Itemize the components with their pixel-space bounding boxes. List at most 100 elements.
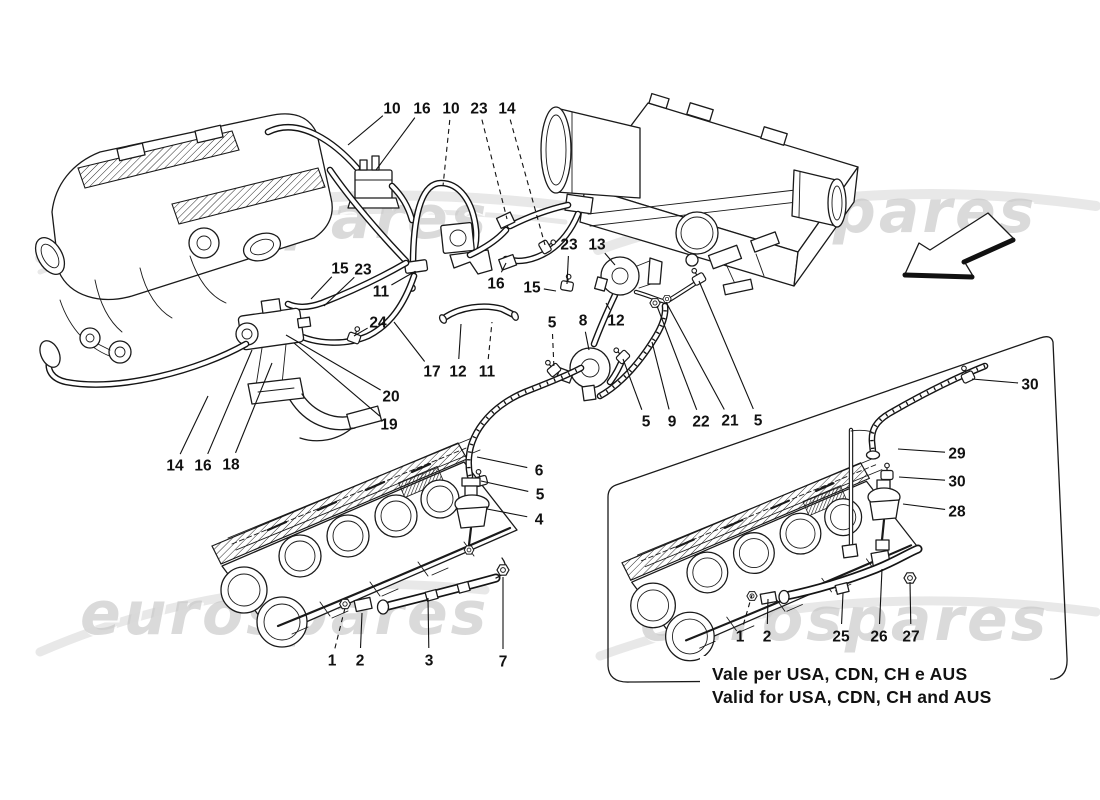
air-box-drawing xyxy=(540,92,859,296)
variant-panel: Vale per USA, CDN, CH e AUS Valid for US… xyxy=(607,336,1068,716)
air-pump-drawing xyxy=(235,298,312,405)
solenoid-valve-drawing xyxy=(347,155,400,209)
callout-label: 23 xyxy=(560,237,578,254)
leader-line xyxy=(359,612,363,649)
callout-label: 1 xyxy=(736,629,745,646)
callout-label: 9 xyxy=(668,414,677,431)
leader-line xyxy=(584,331,590,351)
callout-label: 29 xyxy=(948,446,966,463)
leader-line xyxy=(651,341,670,410)
caption-background xyxy=(700,656,1050,716)
leader-line xyxy=(500,262,507,273)
callout-label: 10 xyxy=(442,101,459,118)
leader-line xyxy=(487,321,493,360)
callout-label: 3 xyxy=(425,653,434,670)
leader-line xyxy=(604,252,616,266)
callout-label: 11 xyxy=(373,284,390,301)
leader-line xyxy=(293,342,381,417)
leader-line xyxy=(766,598,769,625)
leader-line xyxy=(375,117,416,171)
leader-line xyxy=(897,448,946,453)
leader-line xyxy=(481,119,508,220)
leader-line xyxy=(902,503,946,511)
check-valve-28-drawing xyxy=(867,479,901,551)
leader-line xyxy=(971,378,1019,384)
union-fitting xyxy=(498,253,518,271)
leader-line xyxy=(551,333,555,370)
leader-line xyxy=(898,476,946,481)
left-engine-bank-drawing xyxy=(210,364,585,649)
callout-label: 25 xyxy=(832,629,850,646)
callout-label: 15 xyxy=(523,280,541,297)
leader-line xyxy=(391,271,415,286)
callout-label: 28 xyxy=(948,504,966,521)
leader-line xyxy=(543,288,557,292)
air-valve-13-drawing xyxy=(593,256,663,296)
leader-line xyxy=(179,395,209,455)
callout-label: 17 xyxy=(423,364,440,381)
union-fitting xyxy=(495,211,516,230)
callout-label: 18 xyxy=(222,457,240,474)
callout-label: 2 xyxy=(763,629,772,646)
leader-line xyxy=(323,276,355,307)
leader-line xyxy=(347,115,384,146)
air-rail-drawing xyxy=(339,557,510,615)
callout-label: 16 xyxy=(487,276,505,293)
panel-border xyxy=(607,336,1068,683)
callout-label: 4 xyxy=(535,512,544,529)
hose-and-valve-drawing xyxy=(39,124,708,442)
leader-line xyxy=(566,255,569,285)
leader-line xyxy=(605,302,611,310)
leader-line xyxy=(480,480,529,492)
callout-label: 24 xyxy=(369,315,387,332)
callout-label: 11 xyxy=(479,364,496,381)
leader-line xyxy=(698,280,754,410)
leader-line xyxy=(458,323,462,360)
callout-label: 19 xyxy=(380,417,398,434)
callout-label: 5 xyxy=(754,413,763,430)
callout-label: 30 xyxy=(1021,377,1038,394)
callout-label: 21 xyxy=(721,413,739,430)
leader-line xyxy=(334,607,346,649)
leader-line xyxy=(476,456,528,469)
leader-line xyxy=(310,276,333,300)
callout-label: 12 xyxy=(607,313,624,330)
callout-label: 5 xyxy=(536,487,545,504)
leader-line xyxy=(622,358,643,410)
leader-line xyxy=(665,301,725,410)
callout-label: 13 xyxy=(588,237,606,254)
right-air-rail-drawing xyxy=(746,544,923,605)
solenoid-valve-2-drawing xyxy=(440,221,493,275)
callout-label: 15 xyxy=(331,261,349,278)
callout-label: 23 xyxy=(354,262,372,279)
callout-label: 5 xyxy=(642,414,651,431)
leader-line xyxy=(235,362,273,454)
callout-label: 30 xyxy=(948,474,965,491)
leader-line xyxy=(878,568,883,625)
callout-label: 26 xyxy=(870,629,888,646)
callout-label: 5 xyxy=(548,315,557,332)
callout-label: 23 xyxy=(470,101,488,118)
leader-line xyxy=(509,119,546,246)
callout-label: 6 xyxy=(535,463,544,480)
callout-label: 10 xyxy=(383,101,400,118)
leader-line xyxy=(285,334,381,391)
callout-label: 1 xyxy=(328,653,337,670)
leader-line xyxy=(909,581,912,625)
leader-line xyxy=(207,349,253,455)
direction-arrow-icon xyxy=(902,212,1016,280)
callout-label: 20 xyxy=(382,389,399,406)
leader-line xyxy=(841,592,844,625)
leader-line xyxy=(427,597,430,649)
leader-line xyxy=(393,321,426,362)
callout-label: 7 xyxy=(499,654,508,671)
intake-manifold-drawing xyxy=(34,113,333,364)
leader-line xyxy=(353,327,368,337)
check-valve-4-drawing xyxy=(454,477,490,555)
callout-label: 27 xyxy=(902,629,919,646)
callout-label: 2 xyxy=(356,653,365,670)
leader-line xyxy=(656,305,698,410)
